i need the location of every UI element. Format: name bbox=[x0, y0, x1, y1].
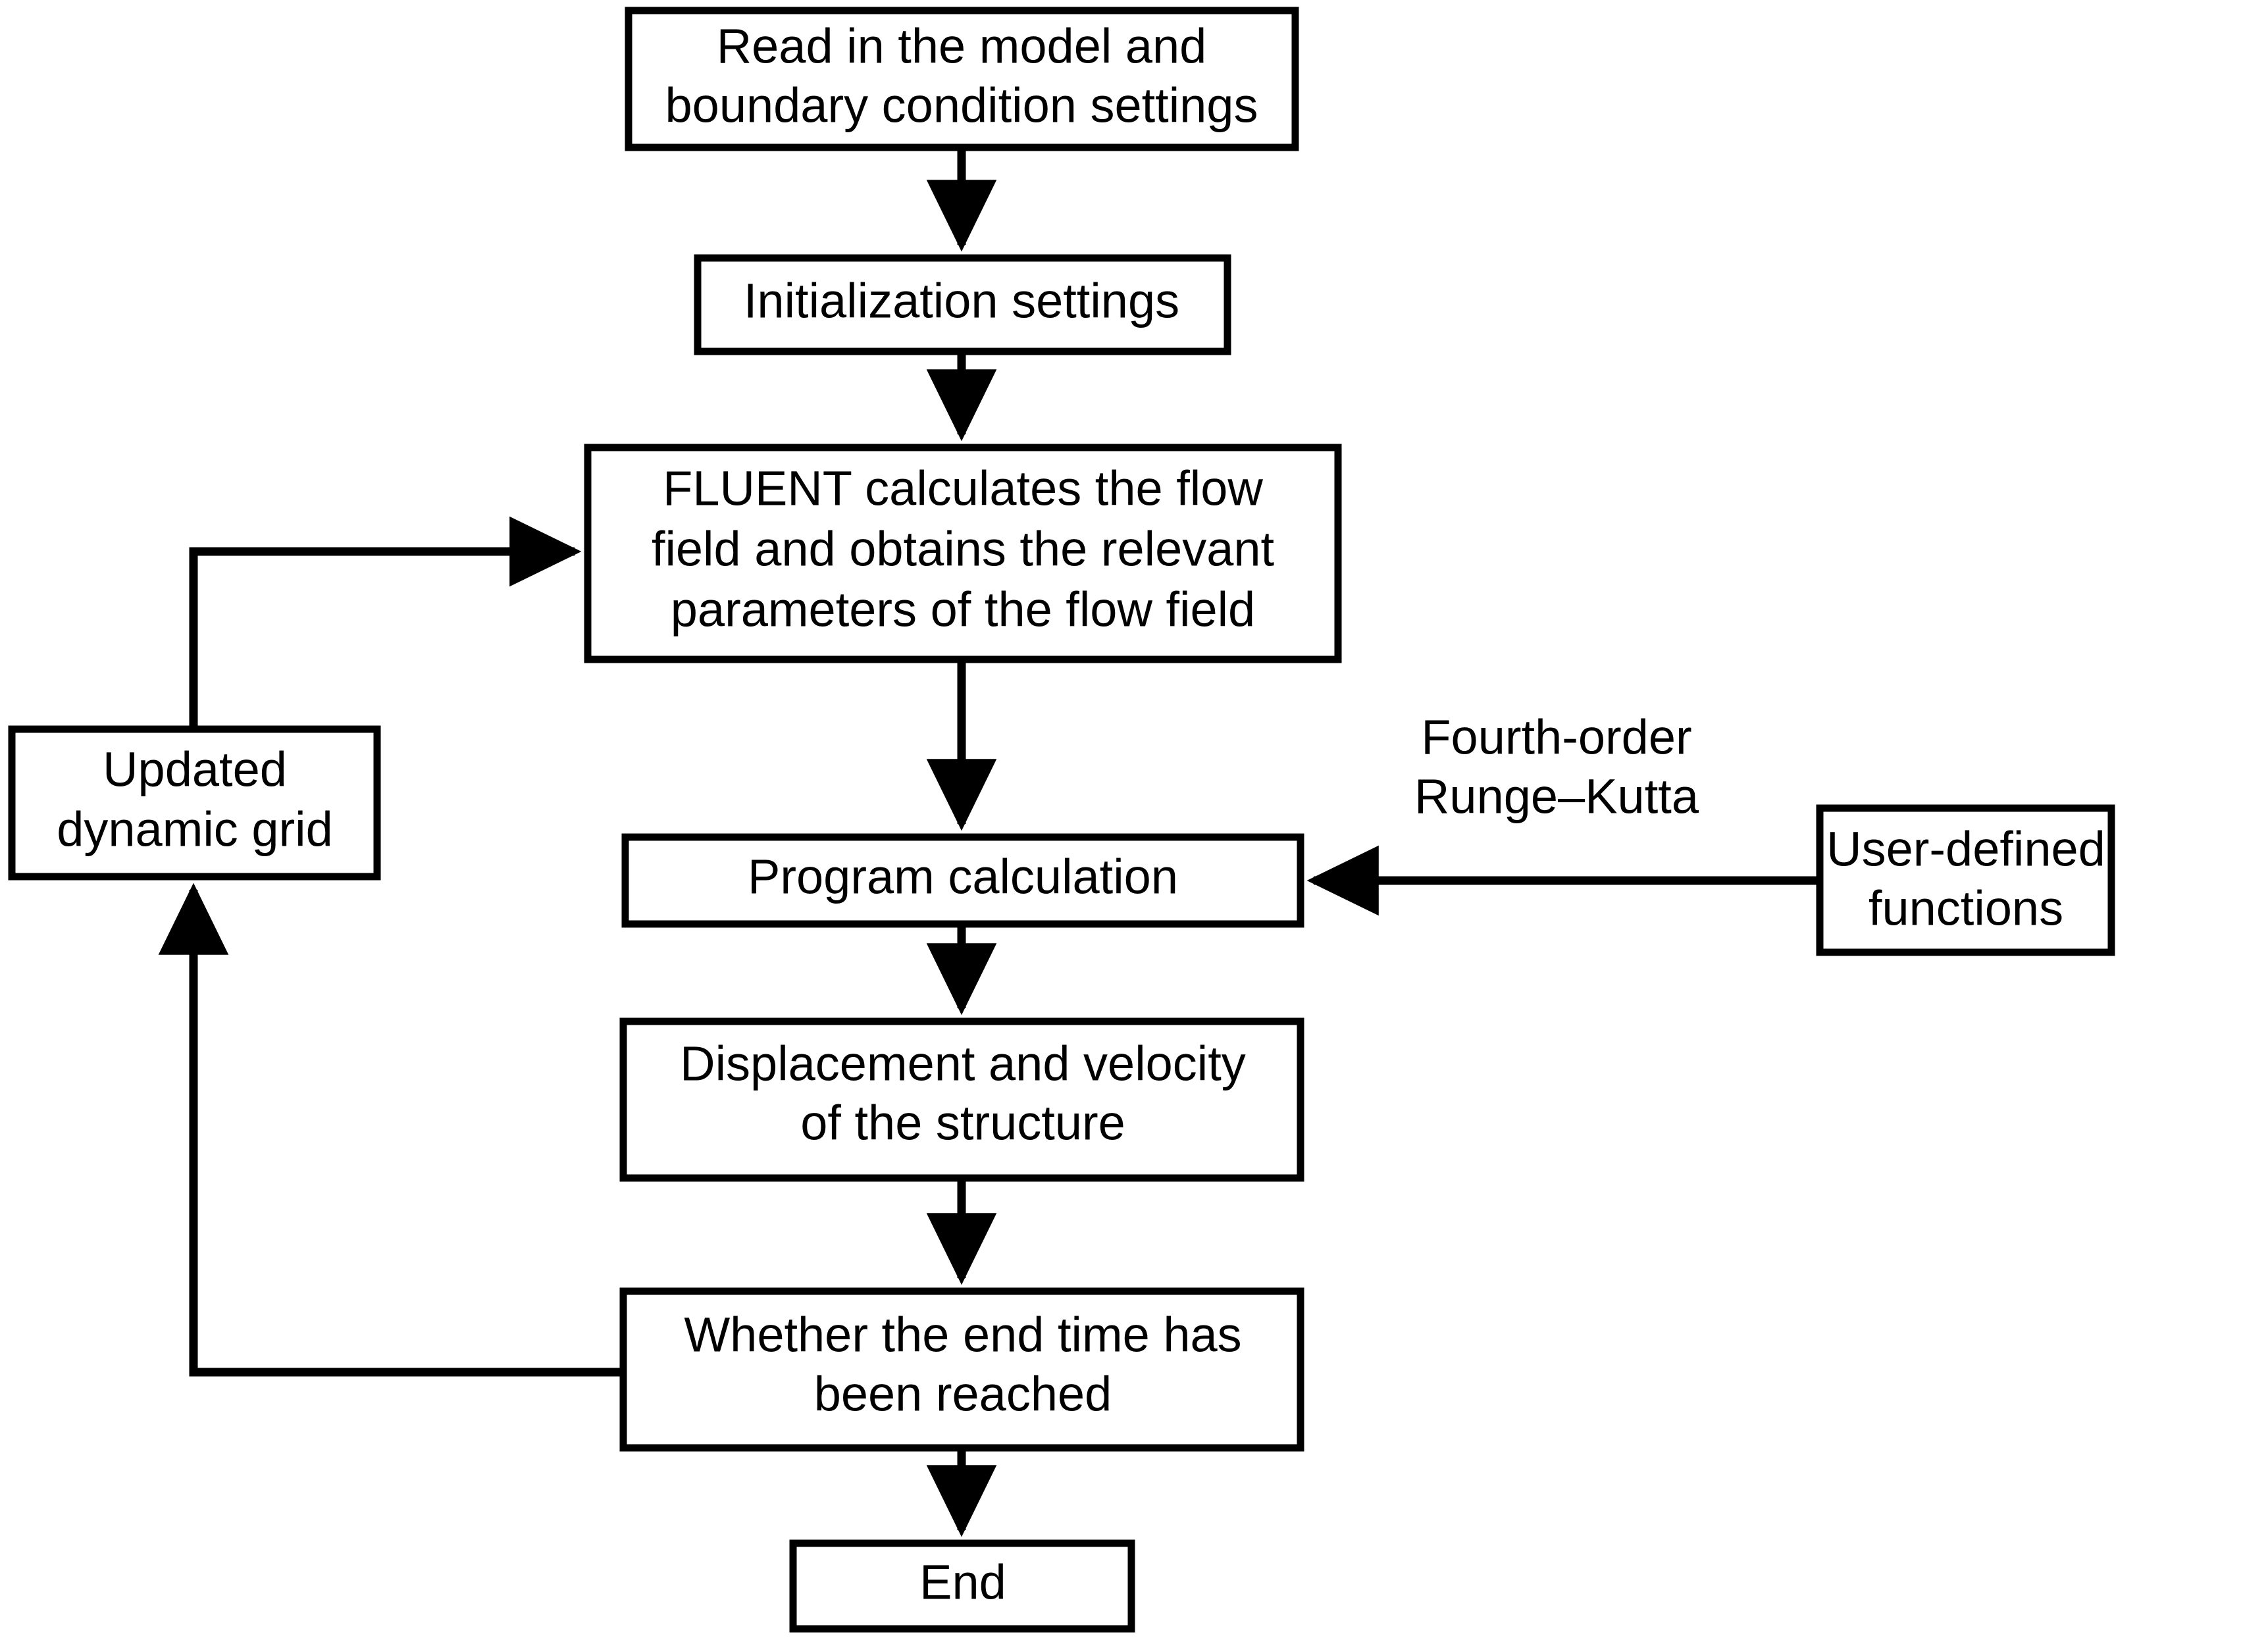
user-defined-functions-box[interactable]: User-defined functions bbox=[1816, 804, 2115, 956]
read-in-model-box[interactable]: Read in the model and boundary condition… bbox=[625, 7, 1299, 151]
fourth-order-runge-kutta-label: Fourth-order Runge–Kutta bbox=[1414, 710, 1699, 824]
end-box[interactable]: End bbox=[789, 1539, 1135, 1633]
end-label: End bbox=[919, 1555, 1006, 1610]
read-in-model-line-1: Read in the model and bbox=[717, 19, 1207, 74]
displacement-line-1: Displacement and velocity bbox=[680, 1037, 1246, 1091]
updated-dynamic-grid-box[interactable]: Updated dynamic grid bbox=[8, 725, 381, 881]
fluent-line-1: FLUENT calculates the flow bbox=[663, 461, 1263, 516]
whether-end-line-2: been reached bbox=[814, 1367, 1112, 1422]
fluent-line-3: parameters of the flow field bbox=[671, 582, 1255, 637]
initialization-settings-label: Initialization settings bbox=[744, 274, 1179, 328]
whether-end-time-box[interactable]: Whether the end time has been reached bbox=[619, 1287, 1304, 1452]
fluent-calculates-box[interactable]: FLUENT calculates the flow field and obt… bbox=[584, 444, 1342, 663]
program-calculation-label: Program calculation bbox=[748, 850, 1178, 904]
user-defined-line-1: User-defined bbox=[1826, 822, 2105, 877]
user-defined-line-2: functions bbox=[1869, 881, 2063, 936]
fluent-line-2: field and obtains the relevant bbox=[652, 522, 1275, 577]
whether-end-line-1: Whether the end time has bbox=[684, 1308, 1241, 1362]
runge-kutta-line-1: Fourth-order bbox=[1421, 710, 1691, 765]
edge-whether-end-to-updated-grid bbox=[158, 883, 623, 1377]
displacement-line-2: of the structure bbox=[800, 1096, 1125, 1150]
updated-dynamic-grid-line-1: Updated bbox=[103, 742, 287, 797]
initialization-settings-box[interactable]: Initialization settings bbox=[694, 254, 1231, 355]
displacement-velocity-box[interactable]: Displacement and velocity of the structu… bbox=[619, 1017, 1304, 1182]
program-calculation-box[interactable]: Program calculation bbox=[621, 833, 1304, 928]
runge-kutta-line-2: Runge–Kutta bbox=[1414, 769, 1699, 824]
edge-updated-grid-to-fluent bbox=[189, 516, 582, 729]
updated-dynamic-grid-line-2: dynamic grid bbox=[57, 802, 333, 857]
read-in-model-line-2: boundary condition settings bbox=[665, 78, 1258, 133]
